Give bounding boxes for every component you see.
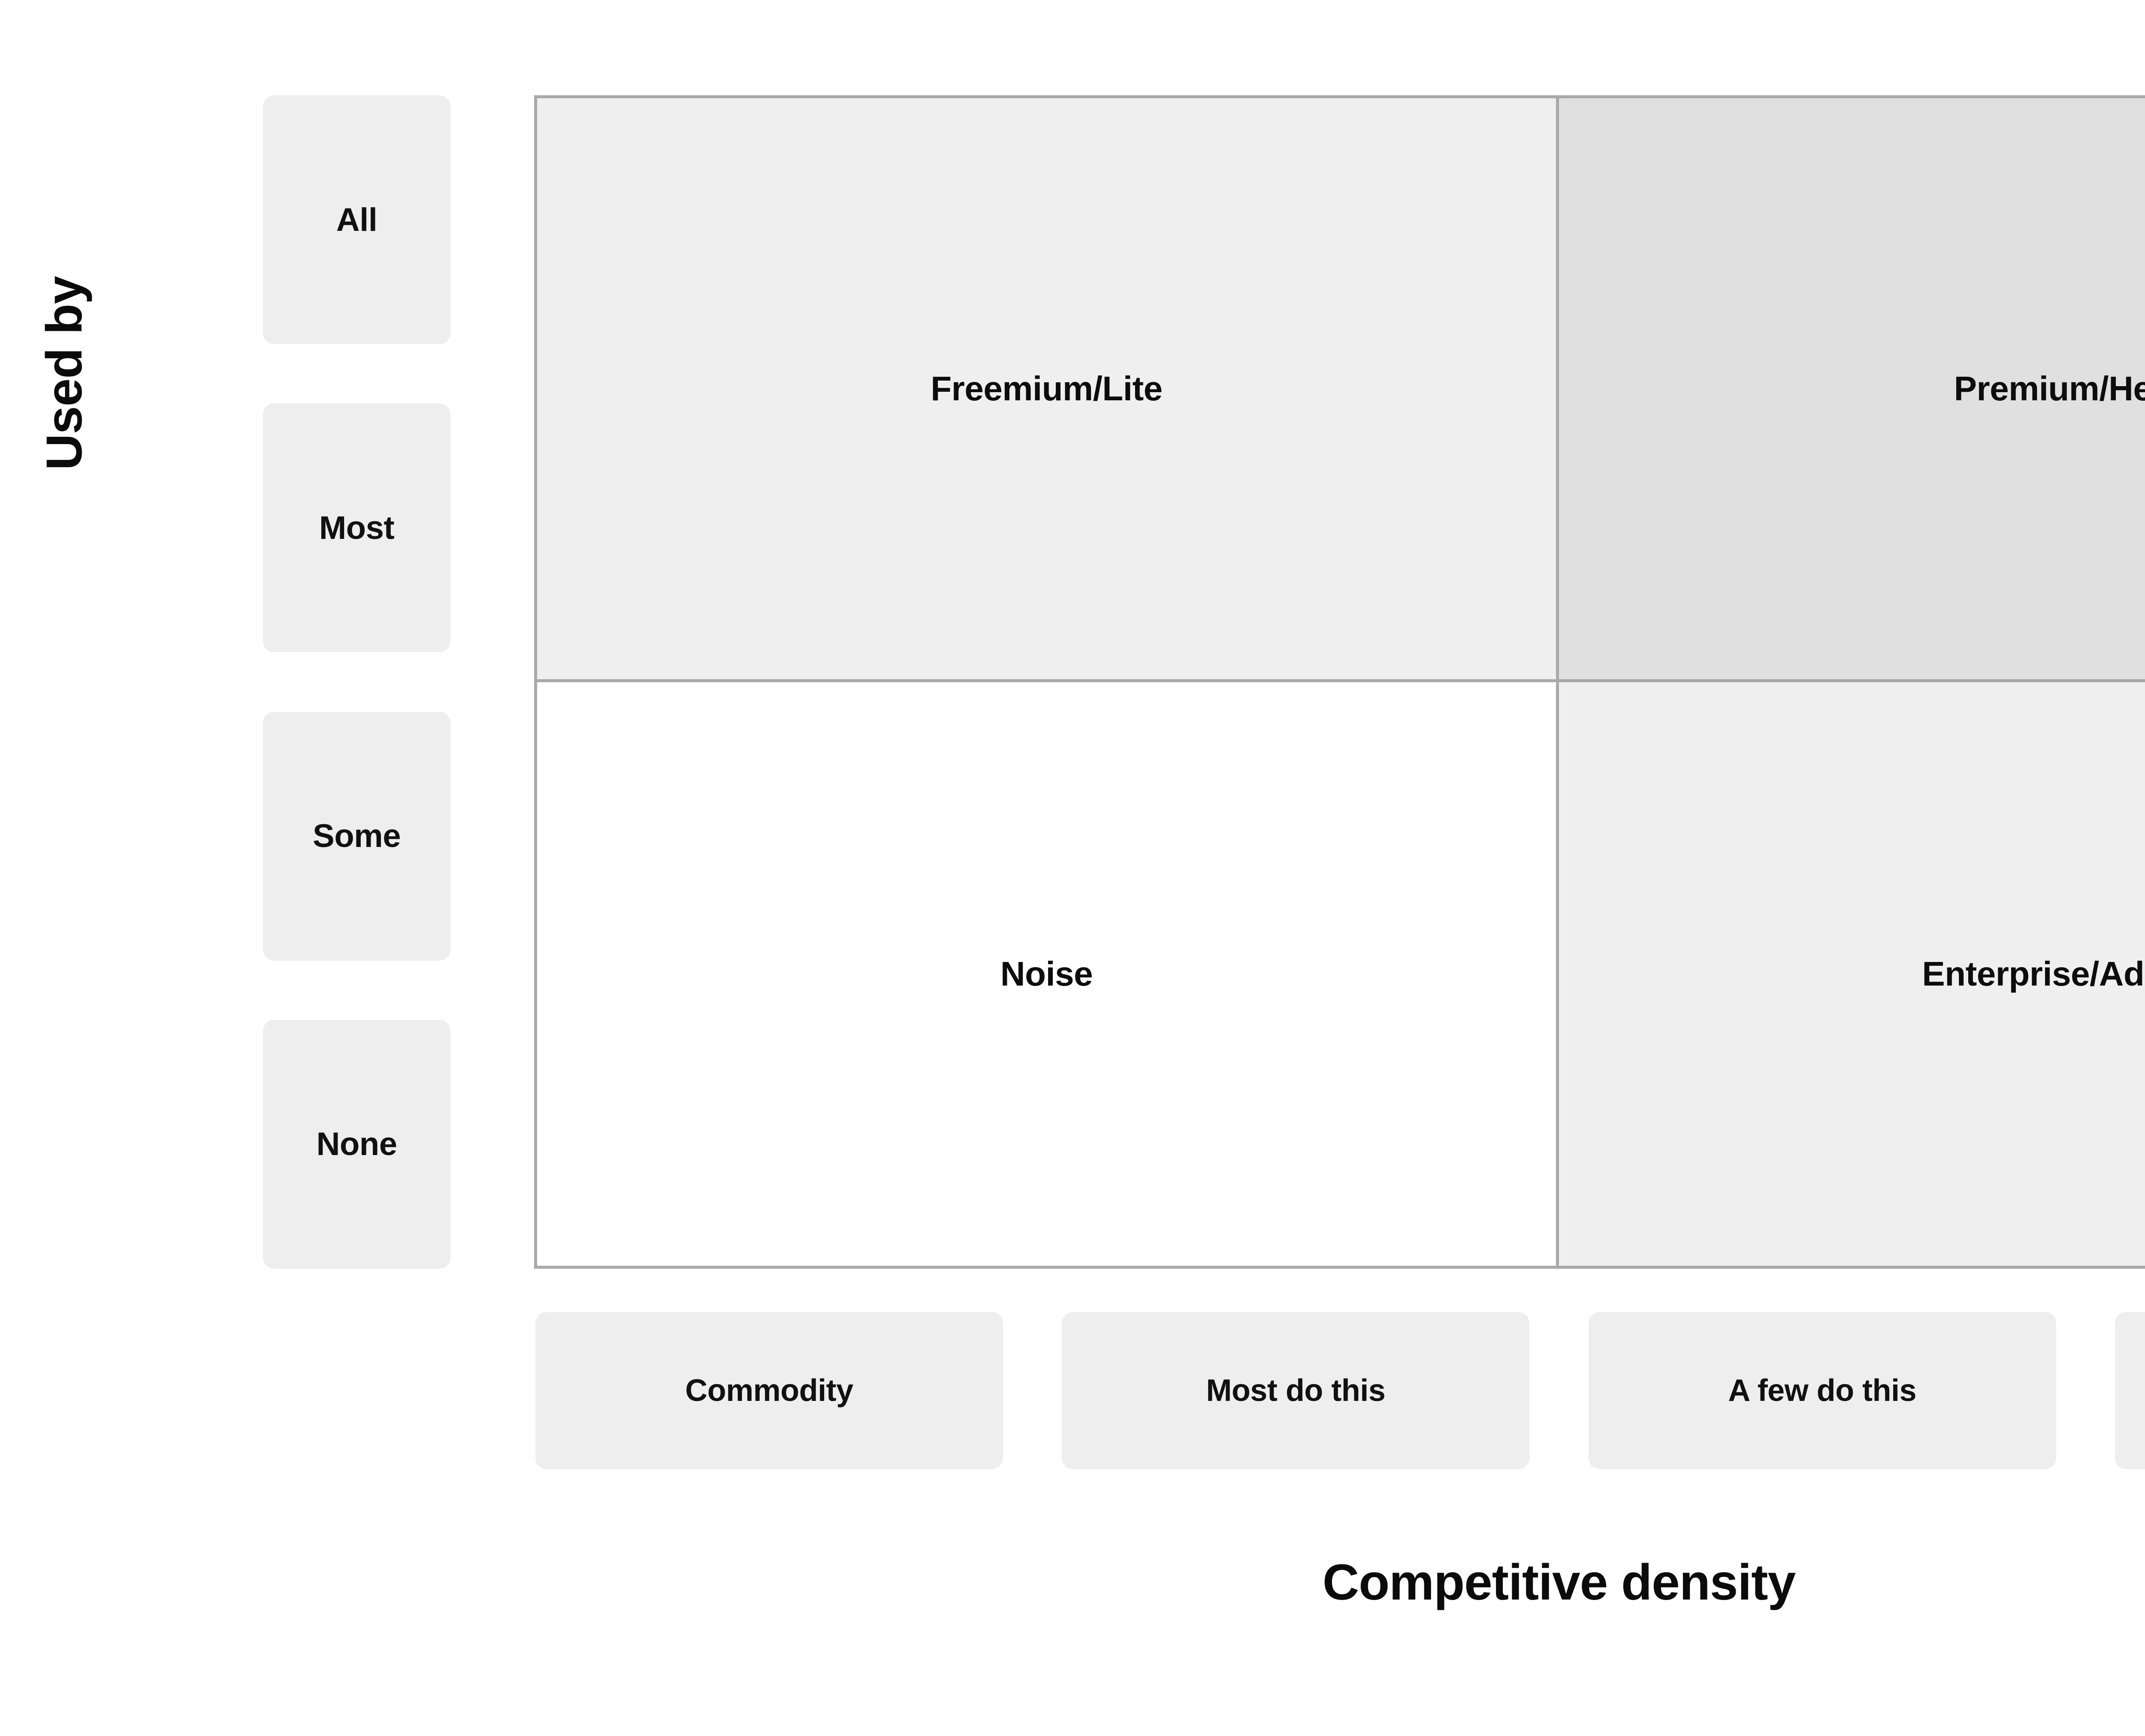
y-axis-tick-none[interactable]: None [263,1019,450,1269]
x-axis-tick-commodity[interactable]: Commodity [535,1312,1003,1469]
x-axis-tick-most-do-this[interactable]: Most do this [1062,1312,1530,1469]
quadrant-label: Freemium/Lite [931,369,1163,408]
y-axis-tick-most[interactable]: Most [263,403,450,653]
quadrant-label: Premium/Hero [1954,369,2145,408]
quadrant-enterprise-add-on[interactable]: Enterprise/Add-on [1559,682,2145,1266]
y-axis-tick-some[interactable]: Some [263,711,450,961]
x-axis-title: Competitive density [1322,1554,1796,1611]
quadrant-freemium-lite[interactable]: Freemium/Lite [537,98,1559,682]
y-axis-tick-all[interactable]: All [263,95,450,344]
quadrant-matrix: Freemium/Lite Premium/Hero Noise Enterpr… [534,95,2145,1269]
y-axis-tick-label: None [316,1126,398,1163]
quadrant-label: Noise [1000,954,1093,993]
quadrant-label: Enterprise/Add-on [1922,954,2145,993]
y-axis-tick-label: Some [313,818,401,855]
x-axis-tick-label: Commodity [685,1373,853,1408]
y-axis-tick-group: All Most Some None [263,95,450,1269]
y-axis-title: Used by [36,276,93,471]
quadrant-premium-hero[interactable]: Premium/Hero [1559,98,2145,682]
x-axis-tick-a-few-do-this[interactable]: A few do this [1588,1312,2056,1469]
x-axis-tick-group: Commodity Most do this A few do this Onl… [535,1312,2145,1469]
y-axis-tick-label: All [336,201,378,238]
x-axis-tick-label: A few do this [1728,1373,1917,1408]
y-axis-tick-label: Most [319,509,395,546]
x-axis-tick-label: Most do this [1206,1373,1386,1408]
quadrant-noise[interactable]: Noise [537,682,1559,1266]
x-axis-tick-only-we-do-this[interactable]: Only we do this [2115,1312,2145,1469]
